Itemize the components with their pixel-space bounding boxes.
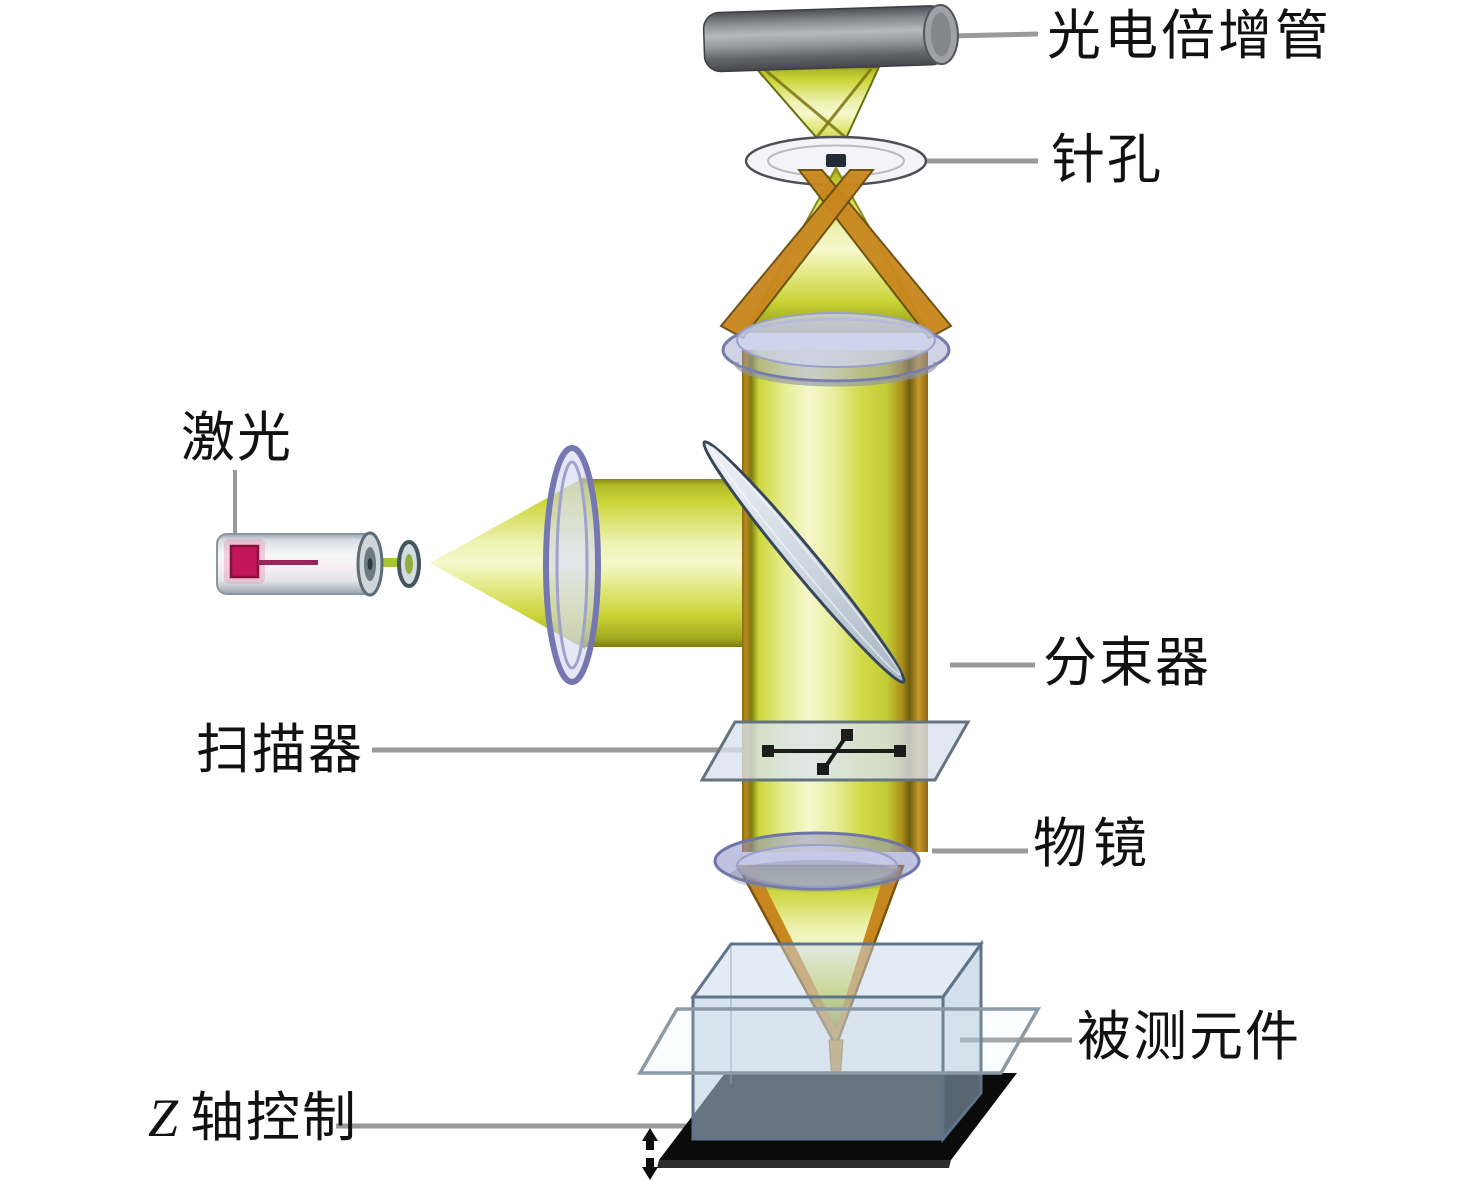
objective-lens <box>713 831 921 892</box>
laser-assembly <box>216 445 758 685</box>
beam-cross-pinhole-to-lens <box>719 165 953 340</box>
scanner-plate <box>699 720 971 782</box>
collimator-lens <box>543 445 601 685</box>
z-axis-label-z: Z <box>148 1088 179 1148</box>
pinhole-label: 针孔 <box>1051 130 1163 190</box>
laser-focus-lens <box>397 540 421 588</box>
sample-box-right <box>941 939 983 1144</box>
measurement-plane <box>636 1007 1042 1075</box>
beam-splitter-plate <box>702 440 906 684</box>
pmt-leader-line <box>949 31 1039 39</box>
sample-box-top <box>690 942 984 999</box>
laser-exit-beam <box>378 558 404 567</box>
sample-label: 被测元件 <box>1077 1007 1301 1067</box>
sample-box <box>690 939 984 1144</box>
z-axis-label-rest: 轴控制 <box>190 1088 359 1148</box>
z-axis-arrow-icon <box>642 1128 658 1180</box>
tube-lens <box>721 312 951 387</box>
scanner-label: 扫描器 <box>196 720 364 780</box>
scan-xy-arrows-icon <box>762 729 906 775</box>
pinhole-disk <box>744 135 928 187</box>
pmt-label: 光电倍增管 <box>1047 6 1332 66</box>
beam-splitter-label: 分束器 <box>1043 633 1211 693</box>
laser-source <box>216 531 384 597</box>
objective-label: 物镜 <box>1033 814 1153 874</box>
laser-collimated-beam <box>583 479 758 647</box>
laser-emitter <box>229 544 260 579</box>
photomultiplier-tube <box>702 4 959 73</box>
laser-label: 激光 <box>181 408 293 468</box>
laser-internal-beam <box>258 560 318 565</box>
